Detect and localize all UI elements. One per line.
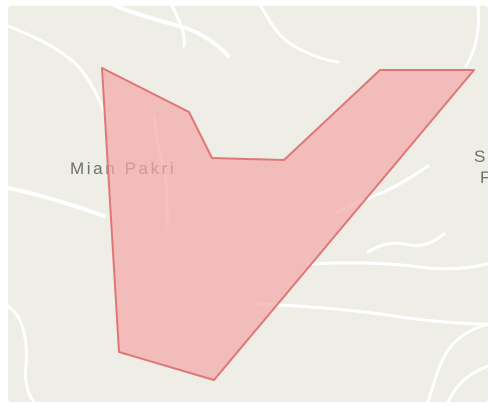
road-north-branch [170,6,186,48]
map-svg[interactable]: Mian Pakri S F [8,6,488,402]
road-far-east [464,6,480,68]
road-east-2 [256,302,488,326]
road-southeast [426,322,488,402]
map-canvas[interactable]: Mian Pakri S F [8,6,488,402]
road-northeast [258,6,340,64]
place-label-edge-top: S [474,147,488,166]
road-west-lower [8,186,106,218]
road-southwest [8,304,36,402]
road-east-1 [306,261,488,271]
place-label-edge-bottom: F [480,168,488,187]
road-southeast-branch [446,364,488,402]
road-east-4 [366,232,446,254]
road-network [8,6,488,402]
road-west [8,24,108,118]
highlighted-area-polygon[interactable] [101,67,475,381]
road-north-curve [111,6,230,58]
